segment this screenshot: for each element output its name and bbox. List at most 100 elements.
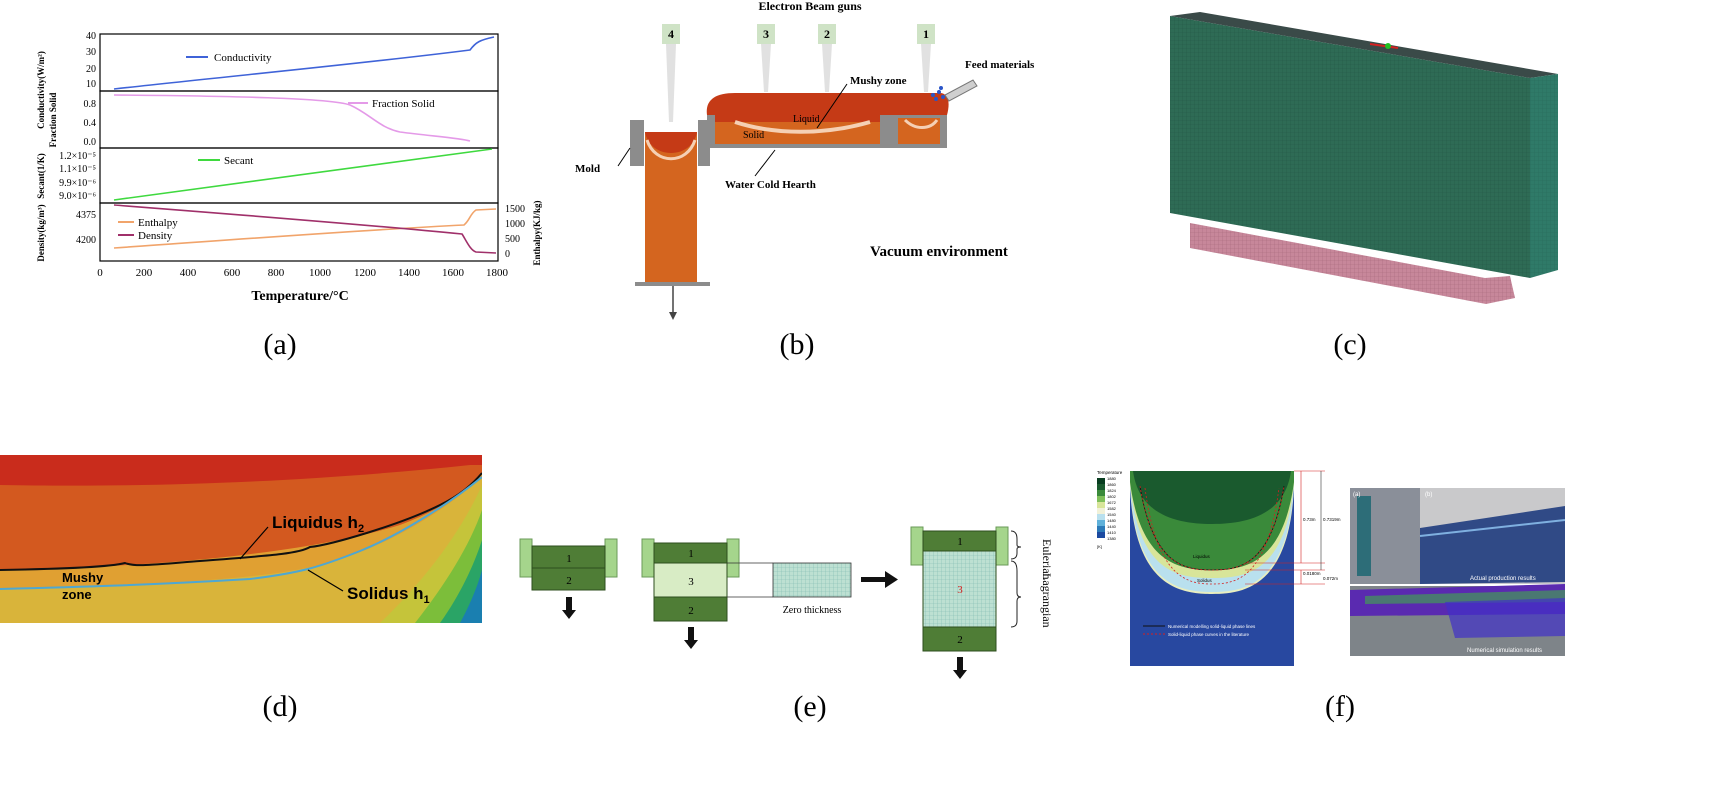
legend-value-2: 1824: [1107, 488, 1117, 493]
legend-value-4: 1672: [1107, 500, 1117, 505]
colorbar-step: [1097, 508, 1105, 514]
mesh-model-svg: [1170, 12, 1558, 304]
tick-dens-1: 4375: [76, 210, 96, 221]
stage-1: 1 2: [519, 538, 618, 619]
colorbar-step: [1097, 526, 1105, 532]
xtick-5: 1000: [309, 267, 332, 279]
block-3-label: 3: [688, 576, 694, 588]
legend-line-0: Numerical modelling solid-liquid phase l…: [1168, 624, 1256, 629]
xtick-6: 1200: [354, 267, 377, 279]
tick-enth-1: 500: [505, 234, 520, 245]
mushy-pointer: [816, 83, 848, 129]
solidus-pointer: [307, 569, 344, 592]
xtick-0: 0: [97, 267, 103, 279]
axis-origin-icon: [1385, 43, 1391, 49]
eulerian-label: Eulerian: [1040, 539, 1054, 580]
mushy-zone-band: [734, 120, 871, 134]
mold-left: [630, 120, 644, 166]
tick-sec-2: 1.1×10⁻⁵: [59, 164, 96, 175]
legend-conductivity: Conductivity: [214, 52, 272, 64]
block-1-label: 1: [566, 553, 572, 565]
literature-solidus-line: [1144, 487, 1280, 585]
legend-unit: [K]: [1097, 544, 1102, 549]
legend-value-3: 1802: [1107, 494, 1117, 499]
gun-3-box: [757, 24, 775, 44]
tick-cond-3: 40: [86, 31, 96, 42]
legend-value-9: 1410: [1107, 530, 1117, 535]
tick-sec-0: 9.0×10⁻⁶: [59, 191, 96, 202]
block-2-label: 2: [688, 605, 694, 617]
liquidus-line: [0, 472, 482, 571]
row-density-frame: [99, 202, 499, 262]
block-2: [922, 626, 997, 652]
pellet: [937, 90, 941, 94]
legend-enthalpy: Enthalpy: [138, 217, 178, 229]
legend-value-6: 1540: [1107, 512, 1117, 517]
block-3-mesh: [922, 550, 997, 628]
block-3-label: 3: [957, 584, 963, 596]
panel-f-validation: Temperature 1880 1860 1824 1802 1672 158…: [1095, 466, 1715, 671]
lagrangian-brace: [1010, 560, 1022, 628]
feed-materials-label: Feed materials: [965, 59, 1035, 71]
photo-actual-pillar: [1357, 496, 1371, 576]
dim-3: 0.072m: [1323, 576, 1338, 581]
zero-thickness-label: Zero thickness: [783, 605, 842, 616]
tick-sec-3: 1.2×10⁻⁵: [59, 151, 96, 162]
legend-line-1: Solid-liquid phase curves in the literat…: [1168, 632, 1250, 637]
eulerian-brace: [1010, 530, 1022, 560]
panel-e-eulerian-lagrangian: 1 2 1 3 2 Zero thickness: [505, 515, 1070, 685]
liquidus-label: Liquidus h2: [272, 513, 364, 535]
zero-thickness-mesh: [772, 562, 852, 598]
down-arrow-icon: [562, 597, 576, 619]
solidus-label: Solidus: [1197, 578, 1213, 583]
caption-f: (f): [1325, 690, 1355, 723]
withdrawal-arrowhead: [669, 312, 677, 320]
block-1-label: 1: [957, 536, 963, 548]
hearth-label: Water Cold Hearth: [725, 179, 816, 191]
tick-enth-2: 1000: [505, 219, 525, 230]
transition-arrow-icon: [861, 571, 898, 588]
tick-enth-0: 0: [505, 249, 510, 260]
caption-a: (a): [263, 328, 297, 361]
electron-beam-title: Electron Beam guns: [758, 0, 861, 13]
lagrangian-label: Lagrangian: [1040, 573, 1054, 628]
tick-sec-1: 9.9×10⁻⁶: [59, 178, 96, 189]
down-arrow-icon: [684, 627, 698, 649]
mushy-label: Mushy: [62, 570, 104, 585]
mold-left: [519, 538, 533, 578]
liquid-label: Liquid: [793, 114, 820, 125]
ingot: [645, 132, 697, 282]
pellet: [934, 97, 938, 101]
panel-c-mesh-model: [1170, 8, 1590, 308]
ylabel-density: Density(kg/m³): [36, 204, 46, 261]
ylabel-fraction: Fraction Solid: [48, 93, 58, 148]
arrow-head: [885, 571, 898, 588]
mold-pointer: [617, 147, 631, 167]
mesh-top-face: [1170, 12, 1558, 78]
stage-3: 1 3 2 Eulerian Lagrangian: [910, 526, 1054, 679]
dim-2: 0.0180m: [1303, 571, 1321, 576]
mold-left: [641, 538, 655, 578]
tick-cond-0: 10: [86, 79, 96, 90]
enthalpy-curve: [113, 208, 497, 249]
legend-density: Density: [138, 230, 173, 242]
solid-region: [0, 477, 482, 623]
liquid-pool-core: [1133, 471, 1291, 524]
dim-1: 0.7319m: [1323, 517, 1341, 522]
secant-curve: [113, 148, 493, 201]
block-1-label: 1: [688, 548, 694, 560]
dimension-lines: [1245, 470, 1325, 585]
electron-beam-guns: [662, 24, 935, 122]
liquidus-pointer: [239, 526, 269, 560]
colorbar-step: [1097, 490, 1105, 496]
panel-b-ebcht-furnace: Electron Beam guns 4 3 2 1: [565, 0, 1085, 325]
colorbar-step: [1097, 502, 1105, 508]
liquid-flow: [706, 93, 949, 115]
xtick-3: 600: [224, 267, 241, 279]
block-3: [653, 562, 728, 598]
panel-a-property-curves: Conductivity Fraction Solid Secant Entha…: [30, 28, 570, 308]
validation-svg: Temperature 1880 1860 1824 1802 1672 158…: [1097, 470, 1566, 666]
cooling-band-4: [460, 570, 482, 623]
tick-enth-3: 1500: [505, 204, 525, 215]
stage-2: 1 3 2 Zero thickness: [641, 538, 852, 649]
